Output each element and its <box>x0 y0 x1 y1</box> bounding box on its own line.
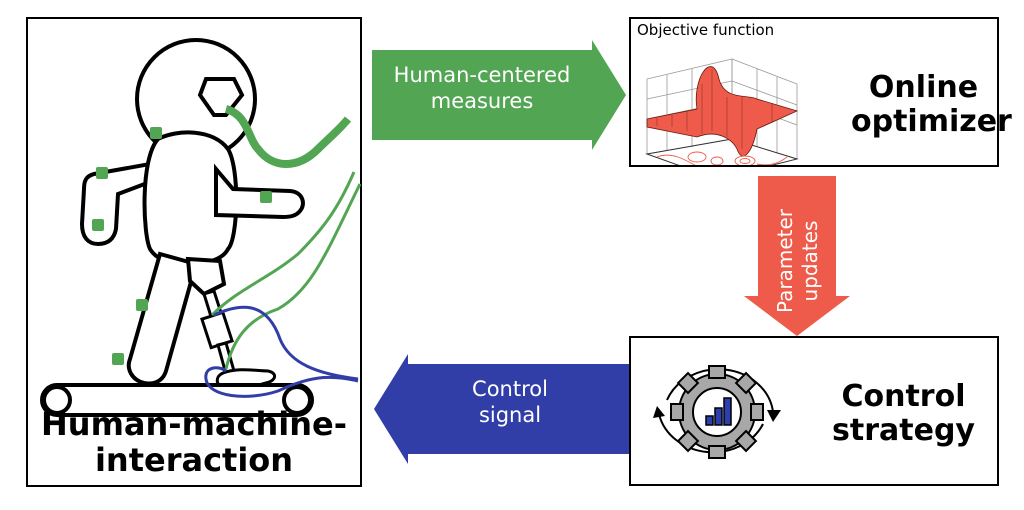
objective-function-title: Objective function <box>637 21 775 39</box>
front-arm-shape <box>214 163 305 220</box>
signal-line1: Control <box>472 377 548 401</box>
control-strategy-box: Control strategy <box>629 336 999 486</box>
torso-shape <box>142 130 239 267</box>
measures-line1: Human-centered <box>393 63 571 87</box>
arrow-shape-right <box>372 40 626 150</box>
optimizer-label: Online optimizer <box>851 70 1012 139</box>
measures-arrow-label: Human-centered measures <box>372 62 592 115</box>
back-leg-shape <box>126 251 199 386</box>
hmi-label-line2: interaction <box>94 441 294 480</box>
signal-line2: signal <box>478 403 542 428</box>
arrow-shape-left <box>374 354 630 464</box>
prosthesis-socket-shape <box>185 256 227 297</box>
sensor-pad <box>136 299 148 311</box>
measures-line2: measures <box>430 89 534 114</box>
treadmill-roller-left <box>42 385 72 415</box>
parameter-updates-label: Parameter updates <box>773 181 823 341</box>
bar-chart-glyph <box>705 397 732 426</box>
human-machine-interaction-box: Human-machine- interaction <box>26 17 362 487</box>
breathing-mask-shape <box>197 77 245 117</box>
sensor-cable-2 <box>224 183 362 370</box>
optimizer-label-line2: optimizer <box>851 103 1012 139</box>
bar <box>705 415 714 426</box>
hmi-label: Human-machine- interaction <box>28 407 360 479</box>
control-strategy-label: Control strategy <box>831 380 976 447</box>
control-cable <box>204 305 359 398</box>
surface-mesh <box>646 66 799 157</box>
breathing-tube-shape <box>224 105 352 168</box>
sensors <box>92 127 272 365</box>
hmi-label-line1: Human-machine- <box>41 405 347 444</box>
prosthesis-motor-shape <box>200 310 234 350</box>
control-label-line2: strategy <box>832 412 975 448</box>
parameters-line1: Parameter <box>773 208 797 314</box>
sensor-pad <box>92 219 104 231</box>
arrow-shape-down <box>744 176 850 336</box>
walking-person-prosthesis-icon <box>40 38 362 417</box>
bar <box>723 397 732 426</box>
bar <box>714 407 723 426</box>
human-centered-measures-arrow <box>372 40 626 150</box>
parameters-line2: updates <box>798 220 822 302</box>
sensor-cable-1 <box>210 171 356 317</box>
sensor-pad <box>112 353 124 365</box>
gear-with-bar-chart-icon <box>653 365 781 459</box>
treadmill-roller-right <box>282 385 312 415</box>
control-signal-label: Control signal <box>410 376 610 429</box>
parameter-updates-arrow <box>744 176 850 336</box>
optimizer-label-line1: Online <box>868 70 979 105</box>
control-signal-arrow <box>374 354 630 464</box>
online-optimizer-box: Objective function Online optimizer <box>629 17 1012 167</box>
sensor-pad <box>260 191 272 203</box>
sensor-pad <box>96 167 108 179</box>
3d-surface-plot-icon <box>645 58 799 165</box>
control-label-line1: Control <box>841 379 966 414</box>
sensor-pad <box>150 127 162 139</box>
